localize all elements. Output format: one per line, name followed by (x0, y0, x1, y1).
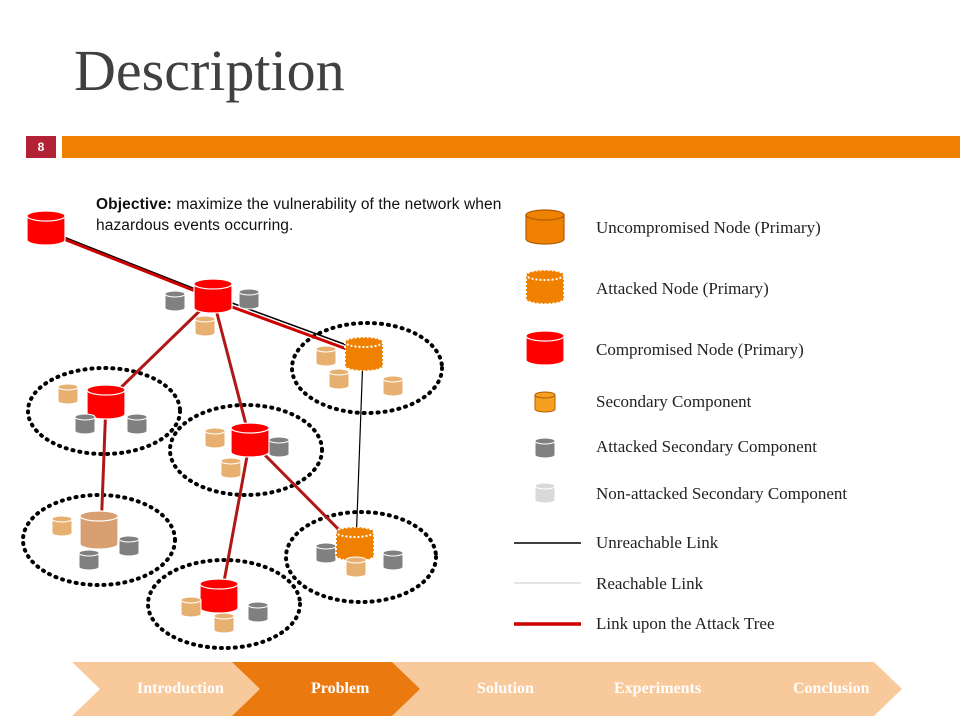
secondary-component (180, 596, 202, 618)
compromised-node (26, 210, 66, 246)
secondary-component (213, 612, 235, 634)
small-orange-cylinder-icon (534, 391, 556, 413)
compromised-node (230, 422, 270, 458)
dotted-orange-cylinder-icon (525, 269, 565, 305)
cluster-ring (168, 403, 324, 497)
links (44, 229, 365, 600)
cluster-ring (26, 366, 182, 456)
unreachable-link (355, 354, 364, 546)
nav-chevron-solution (392, 662, 582, 716)
secondary-component (328, 368, 350, 390)
cluster-ring (284, 510, 438, 604)
legend-label-unreachable-link: Unreachable Link (596, 533, 719, 552)
legend-label-reachable-link: Reachable Link (596, 574, 704, 593)
secondary-component (220, 457, 242, 479)
legend-label-attack-tree-link: Link upon the Attack Tree (596, 614, 775, 633)
legend-label-attacked-node: Attacked Node (Primary) (596, 279, 769, 298)
legend-label-uncompromised: Uncompromised Node (Primary) (596, 218, 821, 237)
secondary-component (51, 515, 73, 537)
red-cylinder-icon (525, 330, 565, 366)
attacked-secondary-component (78, 549, 100, 571)
secondary-component (194, 315, 216, 337)
section-navigation (72, 662, 902, 716)
nav-item-experiments[interactable]: Experiments (614, 680, 702, 697)
compromised-node (199, 578, 239, 614)
orange-cylinder-icon (525, 209, 565, 245)
attacked-secondary-component (118, 535, 140, 557)
compromised-node (193, 278, 233, 314)
objective-body: maximize the vulnerability of the networ… (96, 196, 502, 234)
legend-label-attacked-secondary: Attacked Secondary Component (596, 437, 817, 456)
cluster-group (21, 321, 444, 650)
attack-tree-link (104, 296, 215, 404)
objective-text: Objective: maximize the vulnerability of… (96, 194, 516, 236)
unreachable-link (45, 229, 214, 297)
attacked-secondary-component (382, 549, 404, 571)
primary-node (79, 510, 119, 550)
nav-item-introduction[interactable]: Introduction (137, 680, 224, 697)
attacked-secondary-component (74, 413, 96, 435)
attacked-secondary-component (315, 542, 337, 564)
nav-chevron-introduction (72, 662, 262, 716)
cluster-ring (290, 321, 444, 415)
attacked-node (335, 526, 375, 562)
nav-chevron-problem (232, 662, 422, 716)
cluster-ring (146, 558, 302, 650)
nav-chevron-experiments (552, 662, 742, 716)
secondary-component (57, 383, 79, 405)
attack-tree-link (211, 296, 252, 442)
slide-number: 8 (26, 136, 56, 158)
secondary-component (345, 556, 367, 578)
unreachable-link (212, 295, 364, 352)
attack-tree-link (248, 438, 356, 547)
attacked-secondary-component (164, 290, 186, 312)
attack-tree-link (211, 298, 365, 357)
cluster-ring (21, 493, 177, 587)
secondary-component (204, 427, 226, 449)
attacked-node (344, 336, 384, 372)
nav-item-problem[interactable]: Problem (311, 680, 370, 697)
legend-label-secondary: Secondary Component (596, 392, 752, 411)
small-lightgray-cylinder-icon (534, 482, 556, 504)
attack-tree-link (219, 438, 252, 600)
nav-item-solution[interactable]: Solution (477, 680, 534, 697)
attack-tree-link (44, 230, 215, 300)
attack-tree-link (99, 400, 108, 534)
attacked-secondary-component (126, 413, 148, 435)
legend-label-non-attacked-secondary: Non-attacked Secondary Component (596, 484, 848, 503)
legend-label-compromised: Compromised Node (Primary) (596, 340, 804, 359)
objective-label: Objective: (96, 196, 172, 213)
secondary-component (315, 345, 337, 367)
attacked-secondary-component (268, 436, 290, 458)
header-accent-bar (62, 136, 960, 158)
nav-item-conclusion[interactable]: Conclusion (793, 680, 870, 697)
nav-chevron-conclusion (712, 662, 902, 716)
secondary-component (382, 375, 404, 397)
small-gray-cylinder-icon (534, 437, 556, 459)
attacked-secondary-component (238, 288, 260, 310)
compromised-node (86, 384, 126, 420)
attacked-secondary-component (247, 601, 269, 623)
slide-title: Description (74, 38, 345, 103)
